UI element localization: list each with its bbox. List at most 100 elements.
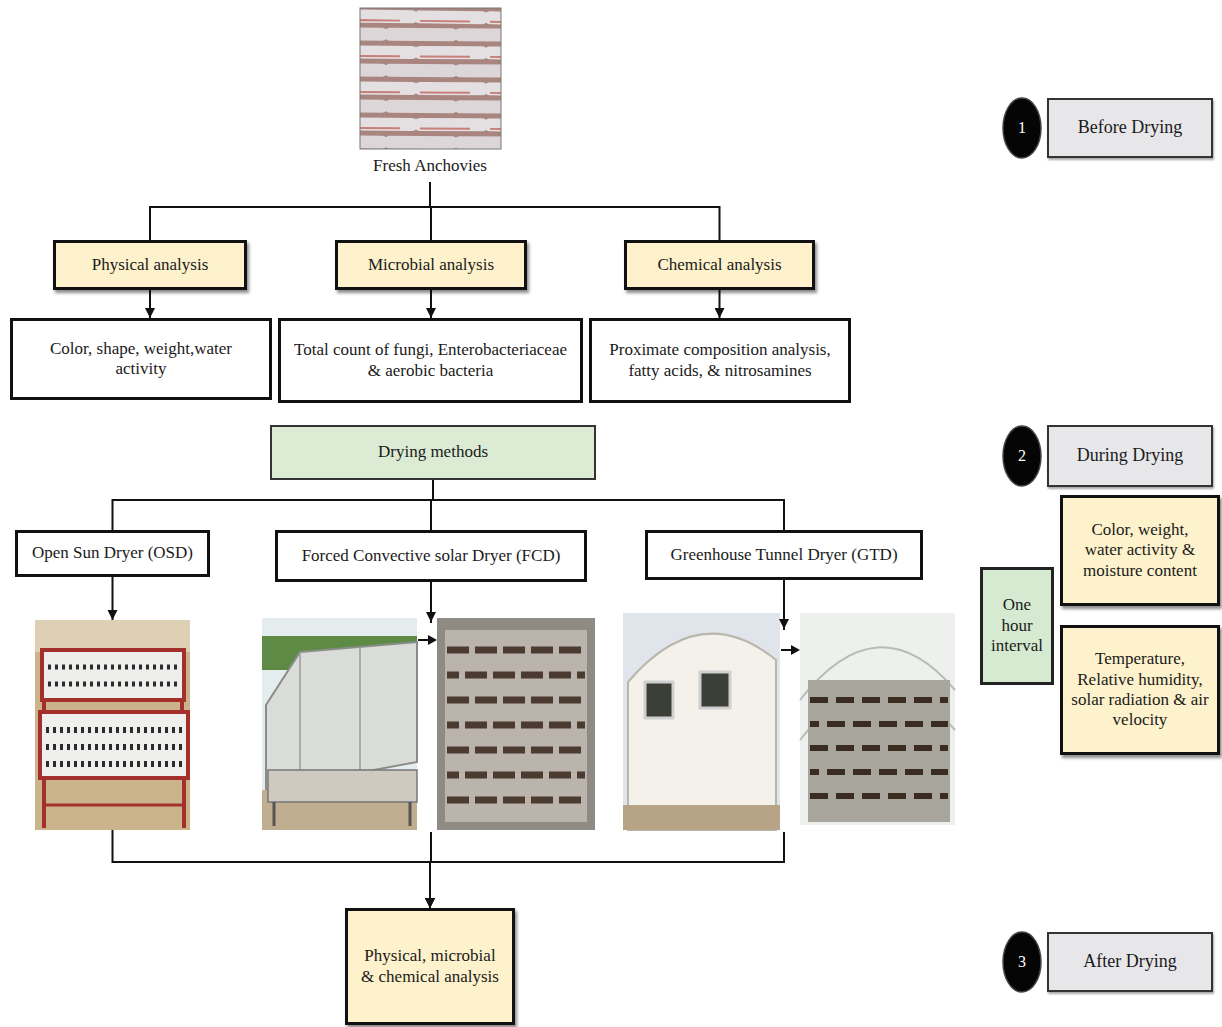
gap-mask [418,623,436,832]
node-text: Fresh Anchovies [373,156,487,176]
arrow-head [428,635,437,645]
fish-row [360,124,501,125]
node-text: Forced Convective solar Dryer (FCD) [302,546,561,566]
fish-row [447,722,585,729]
fish-row [360,52,501,53]
node-text: Proximate composition analysis, fatty ac… [602,340,838,381]
fish-row [360,142,501,143]
node-text: Physical, microbial & chemical analysis [356,946,504,987]
arrow-head [779,619,789,629]
collector-frame [299,652,301,780]
fish-row [447,697,585,704]
node-text: Total count of fungi, Enterobacteriaceae… [291,340,570,381]
rack-leg [42,778,46,828]
fish-row [447,772,585,779]
fish-row [810,697,948,703]
photo-ground [800,613,955,825]
solar-collector [266,642,417,790]
photo-ground [35,620,190,652]
tunnel-window [645,682,673,718]
measure-box: Color, weight, water activity & moisture… [1060,495,1220,606]
node-text: Temperature, Relative humidity, solar ra… [1071,649,1209,731]
fish-row [447,647,585,654]
fish-row [360,70,501,71]
fish-row [48,682,180,687]
photo-node: Fresh Anchovies [350,6,510,182]
drying-rack [40,712,188,778]
fish-row [360,16,501,18]
fish-row [48,665,180,670]
analysis-box: Microbial analysis [335,240,527,290]
rack-leg [42,700,46,712]
photo-ground [437,618,595,830]
node-text: Color, shape, weight,water activity [23,339,259,380]
step-circle-shape [1003,426,1041,486]
detail-box: Total count of fungi, Enterobacteriaceae… [278,318,583,403]
result-box: Physical, microbial & chemical analysis [345,908,515,1025]
analysis-box: Chemical analysis [624,240,815,290]
fish-photo [360,8,501,149]
fish-row [447,797,585,804]
tunnel-window [700,672,730,708]
tunnel-cover [628,634,776,830]
connector [430,182,720,240]
step-circle-shape [1003,98,1041,158]
connector [430,580,784,908]
drying-tray [445,630,587,822]
node-text: Greenhouse Tunnel Dryer (GTD) [670,545,897,565]
node-text: Drying methods [378,442,488,462]
step-number: 2 [1002,425,1042,487]
node-text: During Drying [1077,445,1184,467]
fish-row [447,747,585,754]
photo-ground [35,620,190,830]
node-text: 2 [1018,446,1026,465]
dryer-leg [409,802,412,826]
dryer-base [268,770,417,802]
drying-rack [42,650,184,700]
fish-stripe [360,128,501,129]
drying-tray [808,680,950,822]
arrow-head [791,645,800,655]
fish-stripe [360,92,501,93]
rack-leg [182,778,186,828]
connector [113,480,434,530]
photo-arrow [781,649,792,651]
step-circle-shape [1003,932,1041,992]
rack-bar [44,804,184,807]
node-text: 1 [1018,118,1026,137]
fish-row [46,744,184,750]
step-number: 3 [1002,931,1042,993]
node-text: One hour interval [988,595,1046,656]
method-header: Drying methods [270,425,596,480]
fish-row [360,34,501,35]
arrow-head [426,612,436,622]
fish-stripe [360,56,501,57]
fish-row [810,793,948,799]
detail-box: Color, shape, weight,water activity [10,318,272,400]
node-text: Color, weight, water activity & moisture… [1071,520,1209,581]
stage-label: During Drying [1047,425,1213,487]
analysis-box: Physical analysis [53,240,247,290]
connector [719,290,721,318]
rack-leg [180,700,184,712]
open-sun-dryer-photo [35,620,190,830]
gap-mask [781,630,799,832]
node-text: After Drying [1083,951,1176,973]
detail-box: Proximate composition analysis, fatty ac… [589,318,851,403]
dryer-box: Greenhouse Tunnel Dryer (GTD) [645,530,923,580]
connector [430,290,432,318]
stage-label: Before Drying [1047,98,1213,158]
interval-box: One hour interval [980,567,1054,685]
fish-row [360,88,501,89]
connector [433,480,784,530]
fish-row [360,106,501,107]
photo-arrow [418,639,429,641]
fish-row [810,745,948,751]
measure-box: Temperature, Relative humidity, solar ra… [1060,625,1220,755]
fish-row [447,672,585,679]
node-text: Open Sun Dryer (OSD) [32,543,193,563]
